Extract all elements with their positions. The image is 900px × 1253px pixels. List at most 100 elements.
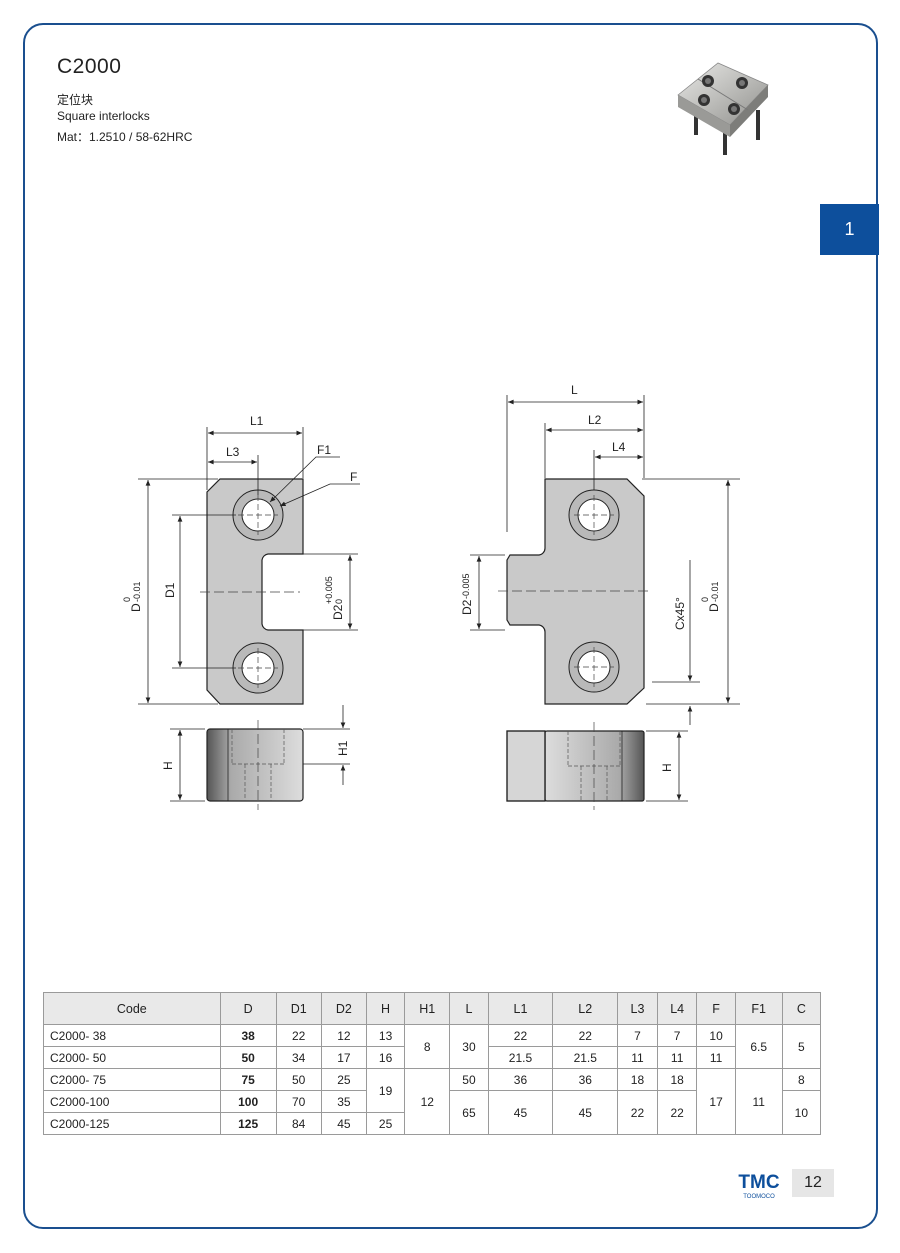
cell-l4: 18 [656,1068,698,1091]
dim-H-left: H [161,761,175,770]
cell-c: 8 [781,1068,822,1091]
cell-d2: 17 [320,1046,367,1069]
col-d: D [219,992,277,1025]
dim-D-right-tol-low: -0.01 [710,581,720,602]
dim-L1: L1 [250,414,264,428]
cell-d1: 84 [275,1112,322,1135]
table-row: C2000- 38 38 22 12 13 8 30 22 22 7 7 10 … [43,1024,822,1069]
cell-h: 16 [365,1046,406,1069]
cell-d: 50 [219,1046,277,1069]
dim-H1: H1 [336,740,350,756]
logo-text: TMC [738,1172,779,1193]
cell-code: C2000-125 [43,1112,221,1135]
table-row: C2000- 50 50 34 17 16 21.5 21.5 11 11 11 [43,1046,821,1069]
cell-l: 50 [449,1068,489,1091]
cell-l: 65 [449,1090,489,1135]
table-row: C2000-100 100 70 35 65 45 45 22 22 10 [43,1090,822,1135]
page-title: C2000 [57,55,122,78]
col-l4: L4 [656,992,698,1025]
cell-h1: 8 [404,1024,451,1069]
col-d2: D2 [320,992,367,1025]
col-l2: L2 [552,992,619,1025]
dim-L3: L3 [226,445,240,459]
cell-code: C2000- 75 [43,1068,221,1091]
dim-D2-right: D2 [460,599,474,615]
right-part-top-view [498,478,652,705]
cell-d1: 70 [275,1090,322,1113]
cell-d: 125 [219,1112,277,1135]
col-c: C [781,992,822,1025]
cell-l4: 22 [656,1090,698,1135]
dim-D-left-tol-low: -0.01 [132,581,142,602]
table-row: C2000-125 125 84 45 25 [43,1112,821,1135]
dim-L4: L4 [612,440,626,454]
dim-L: L [571,383,578,397]
col-l1: L1 [487,992,554,1025]
cell-l1: 45 [487,1090,554,1135]
cell-l1: 36 [487,1068,554,1091]
cell-l3: 11 [617,1046,658,1069]
col-l: L [449,992,489,1025]
cell-f: 11 [696,1046,736,1069]
product-photo [677,62,769,155]
cell-c: 10 [781,1090,822,1135]
cell-d2: 12 [320,1024,367,1047]
col-h1: H1 [404,992,451,1025]
cell-d: 100 [219,1090,277,1113]
col-d1: D1 [275,992,322,1025]
cell-h: 19 [365,1068,406,1113]
col-code: Code [43,992,221,1025]
cell-d2: 25 [320,1068,367,1091]
technical-drawing: L1 L3 F1 F D 0 -0.01 D1 D2 +0.005 0 H H1 [122,383,740,810]
cell-l: 30 [449,1024,489,1069]
cell-h: 25 [365,1112,406,1135]
dim-D-right-tol-up: 0 [700,597,710,602]
right-part-side-view [506,722,645,810]
cell-d1: 34 [275,1046,322,1069]
table-header-row: Code D D1 D2 H H1 L L1 L2 L3 L4 F F1 C [43,992,822,1025]
cell-f: 10 [696,1024,736,1047]
col-f1: F1 [734,992,783,1025]
dim-D-right: D [707,603,721,612]
cell-l3: 7 [617,1024,658,1047]
material-spec: Mat：1.2510 / 58-62HRC [57,130,193,144]
cell-code: C2000- 50 [43,1046,221,1069]
dim-D2-left: D2 [331,604,345,620]
dim-D2-left-tol-up: +0.005 [324,576,334,604]
cell-d1: 22 [275,1024,322,1047]
dim-D2-left-tol-low: 0 [334,599,344,604]
subtitle-chinese: 定位块 [57,93,94,107]
cell-d2: 35 [320,1090,367,1113]
cell-h1: 12 [404,1068,451,1135]
subtitle-english: Square interlocks [57,109,150,123]
dim-D1: D1 [163,582,177,598]
cell-code: C2000- 38 [43,1024,221,1047]
cell-l2: 36 [552,1068,619,1091]
dim-D-left-tol-up: 0 [122,597,132,602]
spec-table: Code D D1 D2 H H1 L L1 L2 L3 L4 F F1 C C… [43,992,822,1135]
table-row: C2000- 75 75 50 25 19 12 50 36 36 18 18 … [43,1068,822,1135]
logo-subtext: TOOMOCO [743,1194,775,1200]
cell-f: 17 [696,1068,736,1135]
section-tab[interactable]: 1 [820,204,879,255]
dim-chamfer: Cx45° [673,597,687,630]
cell-l2: 45 [552,1090,619,1135]
cell-f1: 6.5 [734,1024,783,1069]
left-part-top-view [200,478,304,705]
left-part-side-view [206,720,304,810]
cell-code: C2000-100 [43,1090,221,1113]
cell-l4: 11 [656,1046,698,1069]
cell-l3: 22 [617,1090,658,1135]
col-f: F [696,992,736,1025]
toomoco-logo: TMC TOOMOCO [738,1172,779,1200]
col-h: H [365,992,406,1025]
cell-d: 38 [219,1024,277,1047]
cell-d: 75 [219,1068,277,1091]
cell-l2: 21.5 [552,1046,619,1069]
cell-d1: 50 [275,1068,322,1091]
cell-f1: 11 [734,1068,783,1135]
col-l3: L3 [617,992,658,1025]
cell-l3: 18 [617,1068,658,1091]
cell-c: 5 [781,1024,822,1069]
dim-H-right: H [660,763,674,772]
